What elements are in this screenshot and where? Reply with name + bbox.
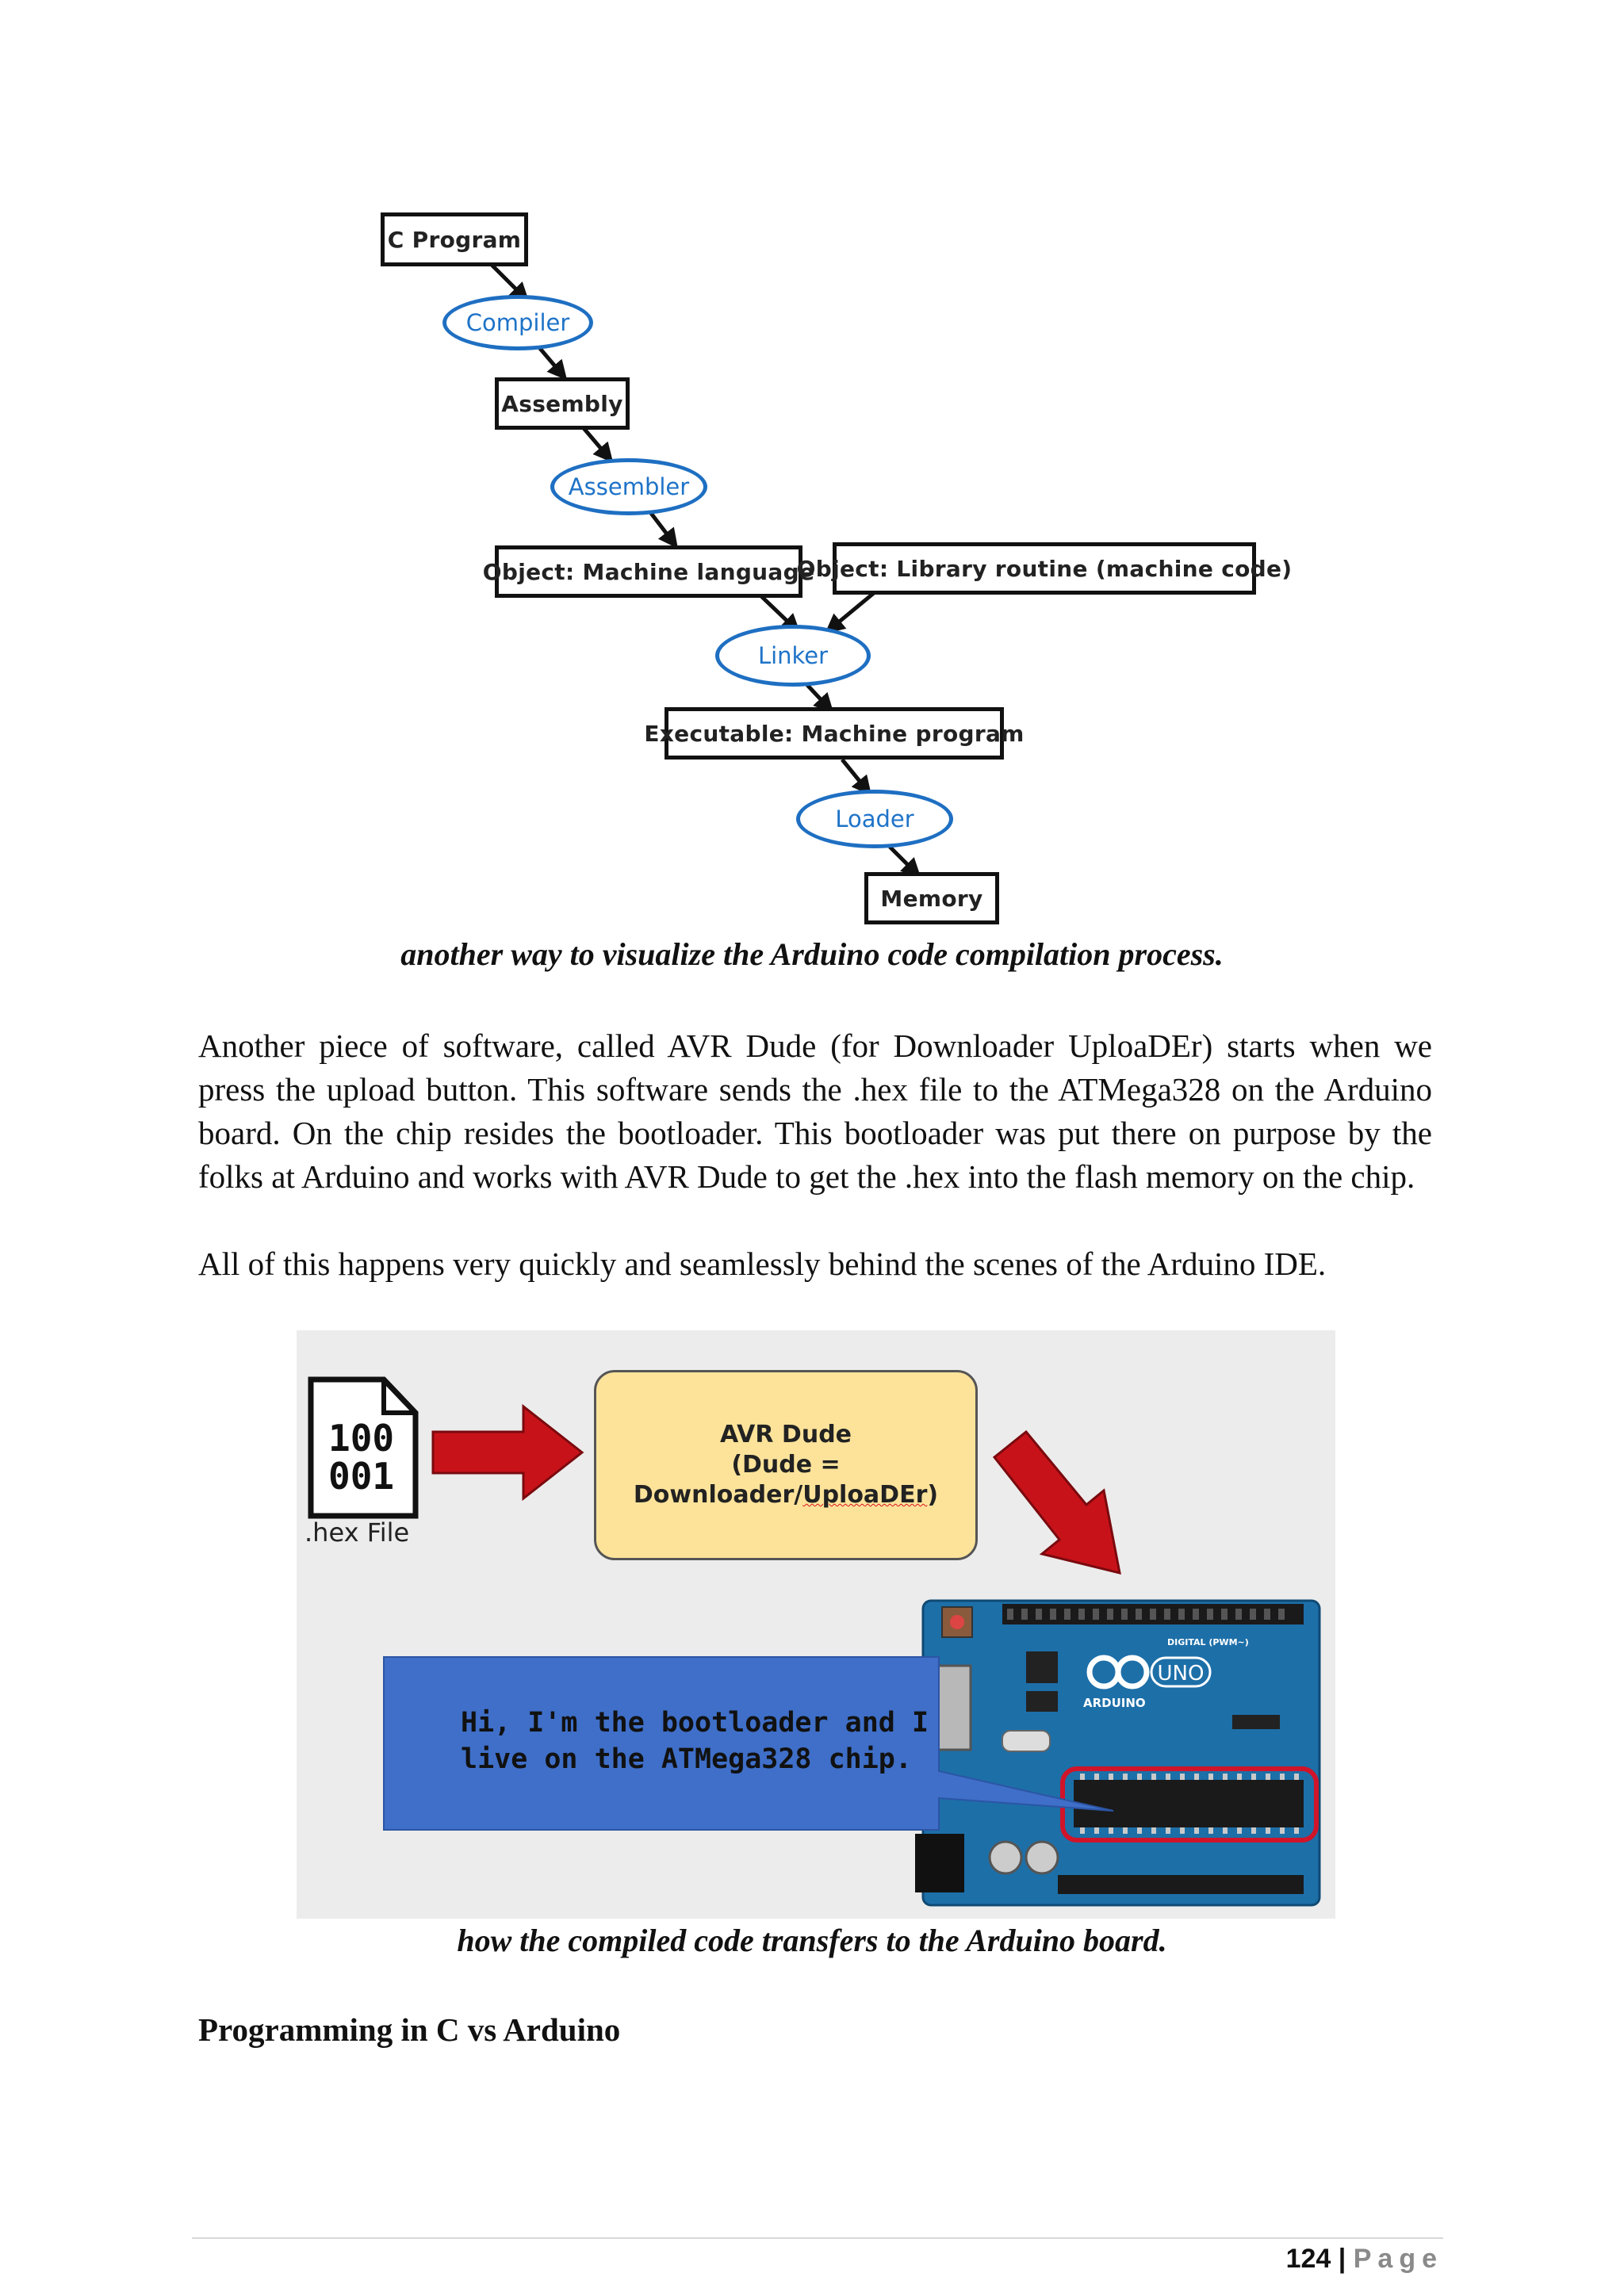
body-paragraph-2: All of this happens very quickly and sea…: [198, 1246, 1327, 1282]
bubble-text: Hi, I'm the bootloader and I live on the…: [461, 1705, 936, 1777]
node-object-machine-language: Object: Machine language: [483, 545, 814, 598]
node-assembly: Assembly: [495, 377, 630, 430]
avr-dude-box: AVR Dude (Dude = Downloader/UploaDEr): [594, 1370, 978, 1560]
figure1-caption: another way to visualize the Arduino cod…: [400, 936, 1224, 972]
arrow-right-icon: [431, 1403, 584, 1502]
footer-page-word: Page: [1353, 2244, 1443, 2274]
arrow-loader-memory: [888, 845, 921, 878]
node-assembler: Assembler: [550, 458, 707, 515]
node-loader: Loader: [796, 790, 953, 848]
hex-file-icon: [308, 1376, 419, 1519]
board-digital-text: DIGITAL (PWM~): [1167, 1637, 1249, 1647]
node-memory: Memory: [864, 872, 999, 924]
body-paragraph-1: Another piece of software, called AVR Du…: [198, 1027, 1432, 1195]
arrow-assembler-objml: [649, 511, 679, 549]
arrow-down-right-icon: [992, 1429, 1121, 1575]
speech-bubble: [383, 1656, 1114, 1831]
page-footer: 124 | Page: [1286, 2244, 1443, 2275]
compilation-flow-diagram: C Program Compiler Assembly Assembler Ob…: [0, 0, 1624, 936]
arrow-linker-exec: [806, 683, 834, 714]
node-linker: Linker: [715, 625, 871, 687]
node-executable-machine-program: Executable: Machine program: [644, 707, 1024, 760]
arrow-assembly-assembler: [582, 427, 614, 463]
hex-file-line-1: 100: [328, 1417, 395, 1460]
arduino-board-image: UNO ARDUINO DIGITAL (PWM~): [915, 1599, 1321, 1907]
figure2-caption: how the compiled code transfers to the A…: [457, 1923, 1167, 1958]
header-mark: ———: [828, 0, 861, 2]
hex-file-label: .hex File: [304, 1517, 410, 1548]
section-heading: Programming in C vs Arduino: [198, 2011, 621, 2048]
arrow-compiler-assembly: [536, 344, 568, 381]
bubble-line-1: Hi, I'm the bootloader and I: [461, 1707, 929, 1739]
bubble-line-2: live on the ATMega328 chip.: [461, 1743, 912, 1775]
board-model-text: UNO: [1158, 1662, 1205, 1686]
avr-dude-line-3: Downloader/UploaDEr): [633, 1481, 939, 1509]
footer-divider: [192, 2237, 1443, 2239]
arrow-objlib-linker: [825, 591, 875, 634]
board-brand-text: ARDUINO: [1083, 1696, 1146, 1710]
node-c-program: C Program: [381, 212, 528, 266]
footer-separator: |: [1338, 2244, 1346, 2274]
avr-dude-line-2: (Dude =: [731, 1451, 841, 1479]
hex-file-line-2: 001: [328, 1455, 395, 1498]
arrow-exec-loader: [841, 758, 872, 796]
page-number: 124: [1285, 2244, 1331, 2274]
arrow-cprogram-compiler: [490, 263, 530, 303]
node-object-library-routine: Object: Library routine (machine code): [797, 542, 1292, 595]
node-compiler: Compiler: [442, 295, 593, 350]
upload-figure: 100 001 .hex File AVR Dude (Dude = Downl…: [297, 1330, 1335, 1919]
flow-arrows: [490, 263, 921, 878]
avr-dude-title: AVR Dude: [719, 1421, 852, 1448]
